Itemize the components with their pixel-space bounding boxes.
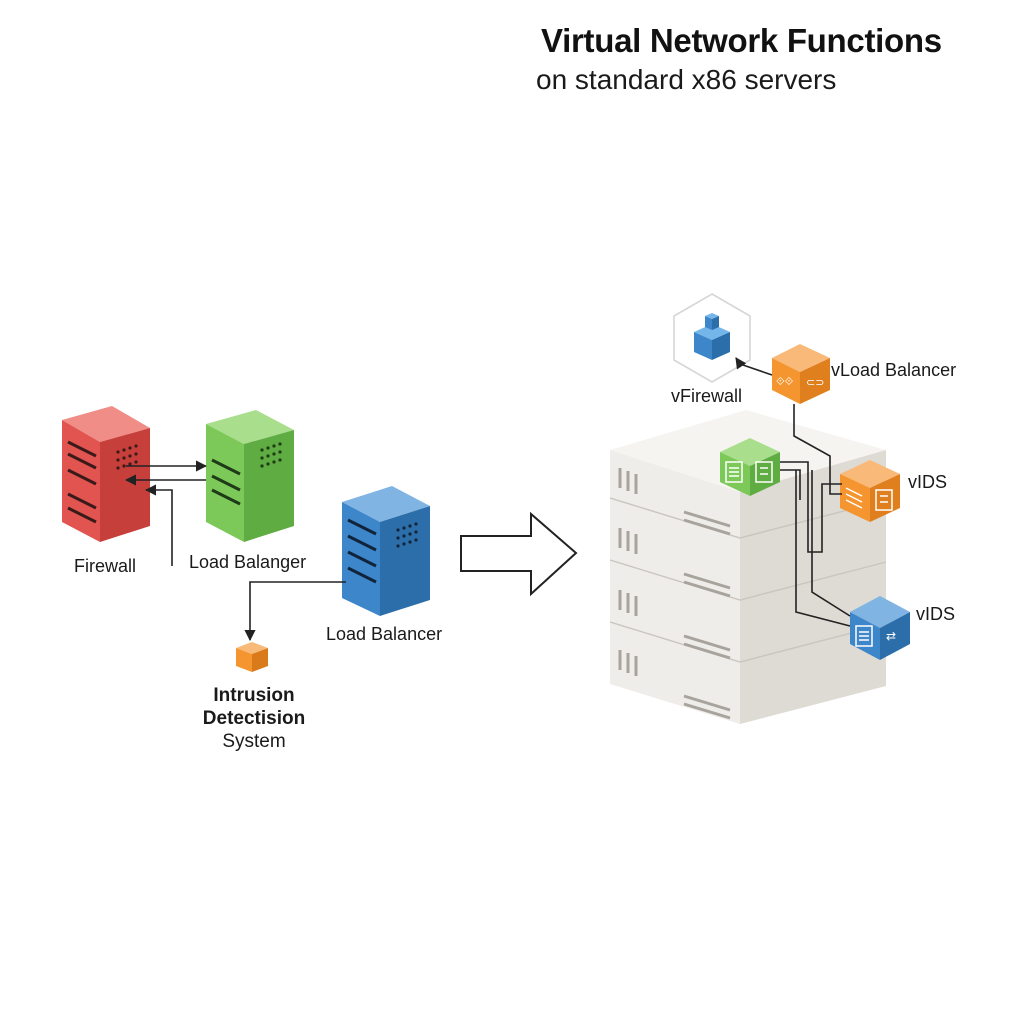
svg-text:⇄: ⇄ <box>886 629 896 643</box>
ids-label-line1: Intrusion <box>213 685 295 706</box>
vload-balancer-node: ⟐⟐ ⊂⊃ <box>772 344 830 404</box>
vids-orange-node <box>840 460 900 522</box>
ids-label: Intrusion Detectision System <box>184 684 324 753</box>
ids-label-line3: System <box>222 731 286 752</box>
virtual-connectors <box>735 357 851 627</box>
svg-text:⊂⊃: ⊂⊃ <box>806 376 824 389</box>
load-balancer-blue-appliance <box>342 486 430 616</box>
ids-label-line2: Detectision <box>202 708 306 729</box>
vnf-green-node <box>720 438 780 496</box>
transformation-arrow <box>460 511 578 597</box>
load-balancer-blue-label: Load Balancer <box>326 624 443 644</box>
vids-orange-label: vIDS <box>908 472 948 492</box>
vload-balancer-label: vLoad Balancer <box>831 360 957 380</box>
vfirewall-label: vFirewall <box>671 386 743 406</box>
diagram-subtitle: on standard x86 servers <box>536 64 837 95</box>
vfirewall-node <box>673 293 751 383</box>
diagram-title: Virtual Network Functions <box>541 22 942 59</box>
legacy-connectors <box>124 460 346 642</box>
firewall-appliance <box>62 406 150 542</box>
vids-blue-node: ⇄ <box>850 596 910 660</box>
vids-blue-label: vIDS <box>916 604 956 624</box>
load-balancer-green-appliance <box>206 410 294 542</box>
svg-text:⟐⟐: ⟐⟐ <box>776 375 794 388</box>
load-balancer-green-label: Load Balanger <box>189 552 307 572</box>
firewall-label: Firewall <box>74 556 137 576</box>
ids-appliance <box>236 642 268 672</box>
